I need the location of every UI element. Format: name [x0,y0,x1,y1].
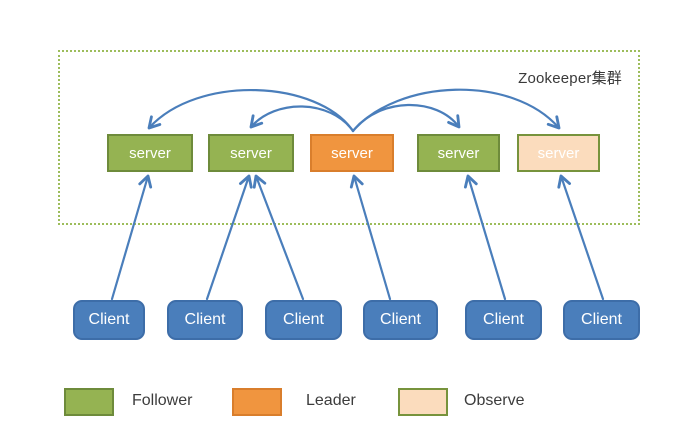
client-6: Client [563,300,640,340]
legend-label-observe: Observe [464,392,525,409]
client-4: Client [363,300,438,340]
legend-label-follower: Follower [132,392,193,409]
client-3: Client [265,300,342,340]
client-5: Client [465,300,542,340]
server-leader: server [310,134,394,172]
legend-label-leader: Leader [306,392,356,409]
server-observe: server [517,134,600,172]
server-follower-1: server [107,134,193,172]
server-follower-3: server [417,134,500,172]
server-follower-2: server [208,134,294,172]
cluster-boundary [58,50,640,225]
legend-swatch-leader [232,388,282,416]
legend-swatch-observe [398,388,448,416]
cluster-label: Zookeeper集群 [518,70,622,87]
legend-swatch-follower [64,388,114,416]
client-2: Client [167,300,243,340]
client-1: Client [73,300,145,340]
